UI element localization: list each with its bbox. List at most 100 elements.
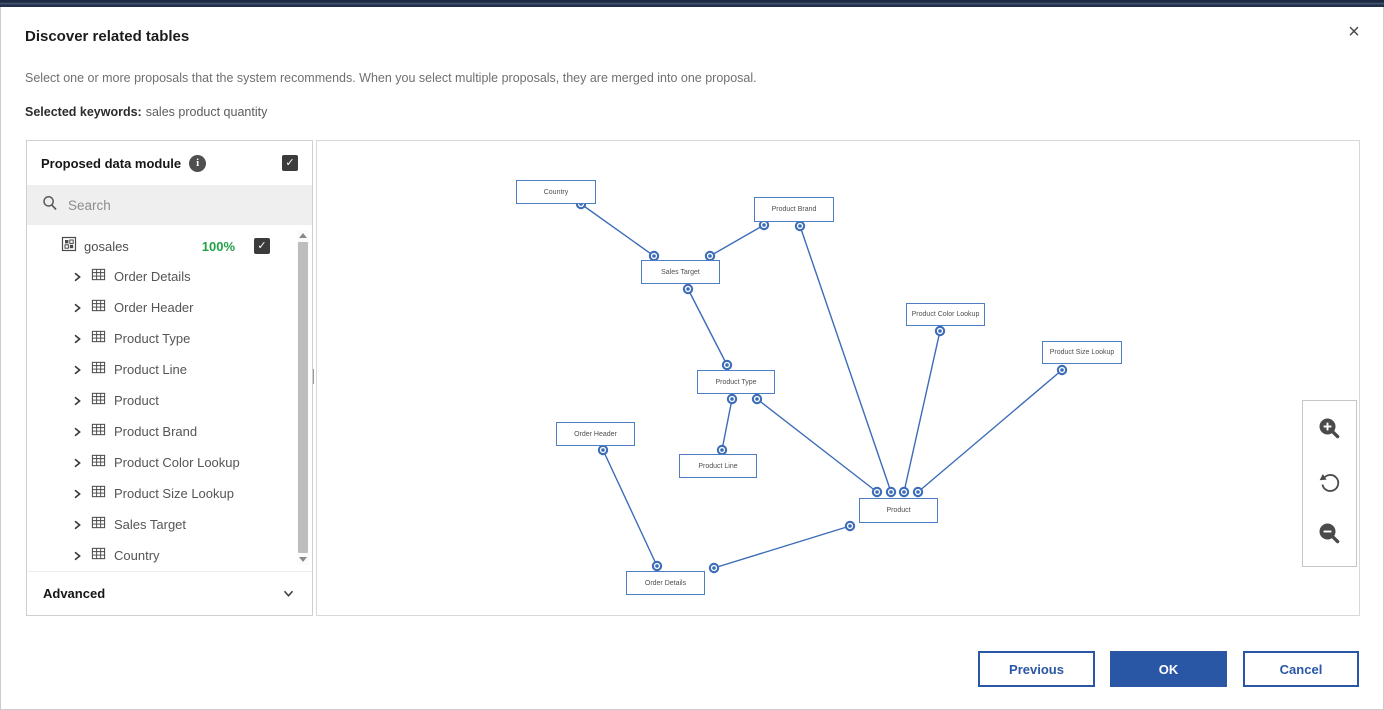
connector-dot bbox=[682, 283, 694, 295]
chevron-right-icon[interactable] bbox=[71, 550, 83, 562]
table-icon bbox=[91, 422, 106, 442]
chevron-right-icon[interactable] bbox=[71, 519, 83, 531]
previous-button[interactable]: Previous bbox=[978, 651, 1095, 687]
chevron-right-icon[interactable] bbox=[71, 271, 83, 283]
chevron-right-icon[interactable] bbox=[71, 333, 83, 345]
chevron-right-icon[interactable] bbox=[71, 364, 83, 376]
connector-dot bbox=[704, 250, 716, 262]
relationship-line-product_color_lookup-product bbox=[903, 330, 941, 493]
chevron-down-icon bbox=[281, 586, 296, 601]
connector-dot bbox=[648, 250, 660, 262]
tree-root-gosales[interactable]: gosales 100% ✓ bbox=[27, 231, 312, 261]
connector-dot bbox=[597, 444, 609, 456]
tree-scrollbar[interactable] bbox=[297, 230, 309, 565]
search-input[interactable]: Search bbox=[27, 185, 312, 225]
connector-dot bbox=[651, 560, 663, 572]
diagram-node-product_brand[interactable]: Product Brand bbox=[754, 197, 834, 222]
diagram-node-order_details[interactable]: Order Details bbox=[626, 571, 705, 595]
scroll-down-arrow-icon[interactable] bbox=[299, 557, 307, 562]
tree-item-product-size-lookup[interactable]: Product Size Lookup bbox=[27, 478, 312, 509]
tree-item-label: Product Line bbox=[114, 362, 187, 377]
table-icon bbox=[91, 267, 106, 287]
tree-item-label: Sales Target bbox=[114, 517, 187, 532]
connector-dot bbox=[794, 220, 806, 232]
connector-dot bbox=[844, 520, 856, 532]
selected-keywords: Selected keywords:sales product quantity bbox=[25, 105, 267, 119]
search-placeholder: Search bbox=[68, 197, 111, 213]
dialog-title: Discover related tables bbox=[25, 28, 190, 45]
cancel-button[interactable]: Cancel bbox=[1243, 651, 1359, 687]
proposal-select-all-checkbox[interactable]: ✓ bbox=[282, 155, 298, 171]
tree-item-product[interactable]: Product bbox=[27, 385, 312, 416]
tree-item-label: Product Color Lookup bbox=[114, 455, 240, 470]
chevron-right-icon[interactable] bbox=[71, 302, 83, 314]
zoom-out-button[interactable] bbox=[1314, 519, 1345, 553]
diagram-zoom-controls bbox=[1302, 400, 1357, 567]
diagram-node-product_color_lookup[interactable]: Product Color Lookup bbox=[906, 303, 985, 326]
relationship-line-country-sales_target bbox=[580, 203, 655, 257]
diagram-node-product_size_lookup[interactable]: Product Size Lookup bbox=[1042, 341, 1122, 364]
chevron-right-icon[interactable] bbox=[71, 395, 83, 407]
tree-root-label: gosales bbox=[84, 238, 129, 254]
tree-item-sales-target[interactable]: Sales Target bbox=[27, 509, 312, 540]
sidebar-header-label: Proposed data module bbox=[41, 155, 182, 171]
selected-keywords-label: Selected keywords: bbox=[25, 105, 142, 119]
diagram-node-order_header[interactable]: Order Header bbox=[556, 422, 635, 446]
connector-dot bbox=[708, 562, 720, 574]
ok-button[interactable]: OK bbox=[1110, 651, 1227, 687]
chevron-right-icon[interactable] bbox=[71, 426, 83, 438]
tree-item-label: Product Brand bbox=[114, 424, 198, 439]
connector-dot bbox=[871, 486, 883, 498]
diagram-node-product_line[interactable]: Product Line bbox=[679, 454, 757, 478]
tree-item-product-color-lookup[interactable]: Product Color Lookup bbox=[27, 447, 312, 478]
diagram-node-sales_target[interactable]: Sales Target bbox=[641, 260, 720, 284]
connector-dot bbox=[1056, 364, 1068, 376]
window-top-accent-bar bbox=[0, 0, 1384, 7]
connector-dot bbox=[751, 393, 763, 405]
relationship-line-product_size_lookup-product bbox=[917, 369, 1063, 493]
tree-item-country[interactable]: Country bbox=[27, 540, 312, 571]
tree-item-product-type[interactable]: Product Type bbox=[27, 323, 312, 354]
tree-item-label: Order Header bbox=[114, 300, 194, 315]
connector-dot bbox=[726, 393, 738, 405]
diagram-node-product[interactable]: Product bbox=[859, 498, 938, 523]
advanced-expander[interactable]: Advanced bbox=[27, 571, 312, 615]
scroll-up-arrow-icon[interactable] bbox=[299, 233, 307, 238]
connector-dot bbox=[898, 486, 910, 498]
data-module-icon bbox=[61, 236, 77, 257]
connector-dot bbox=[716, 444, 728, 456]
scrollbar-thumb[interactable] bbox=[298, 242, 308, 553]
relationship-line-product_brand-product bbox=[799, 225, 892, 493]
tree-item-product-brand[interactable]: Product Brand bbox=[27, 416, 312, 447]
close-button[interactable]: × bbox=[1342, 20, 1366, 44]
tree-item-order-details[interactable]: Order Details bbox=[27, 261, 312, 292]
chevron-right-icon[interactable] bbox=[71, 457, 83, 469]
tree-item-product-line[interactable]: Product Line bbox=[27, 354, 312, 385]
reset-view-button[interactable] bbox=[1315, 467, 1345, 500]
info-icon[interactable]: i bbox=[189, 154, 207, 172]
zoom-in-button[interactable] bbox=[1314, 414, 1345, 448]
table-icon bbox=[91, 484, 106, 504]
chevron-right-icon[interactable] bbox=[71, 488, 83, 500]
table-icon bbox=[91, 298, 106, 318]
tree-item-label: Product Type bbox=[114, 331, 191, 346]
diagram-node-product_type[interactable]: Product Type bbox=[697, 370, 775, 394]
relationship-line-sales_target-product_type bbox=[687, 288, 728, 366]
selected-keywords-value: sales product quantity bbox=[145, 105, 268, 119]
diagram-edges bbox=[575, 198, 1068, 574]
tree-item-order-header[interactable]: Order Header bbox=[27, 292, 312, 323]
gosales-checkbox[interactable]: ✓ bbox=[254, 238, 270, 254]
match-percent-badge: 100% bbox=[201, 238, 235, 254]
zoom-in-icon bbox=[1316, 416, 1343, 446]
dialog-description: Select one or more proposals that the sy… bbox=[25, 71, 757, 85]
relationship-line-product_type-product_line bbox=[721, 398, 733, 451]
table-icon bbox=[91, 546, 106, 566]
search-icon bbox=[42, 195, 58, 216]
connector-dot bbox=[758, 219, 770, 231]
advanced-label: Advanced bbox=[43, 586, 106, 601]
table-icon bbox=[91, 329, 106, 349]
diagram-node-country[interactable]: Country bbox=[516, 180, 596, 204]
